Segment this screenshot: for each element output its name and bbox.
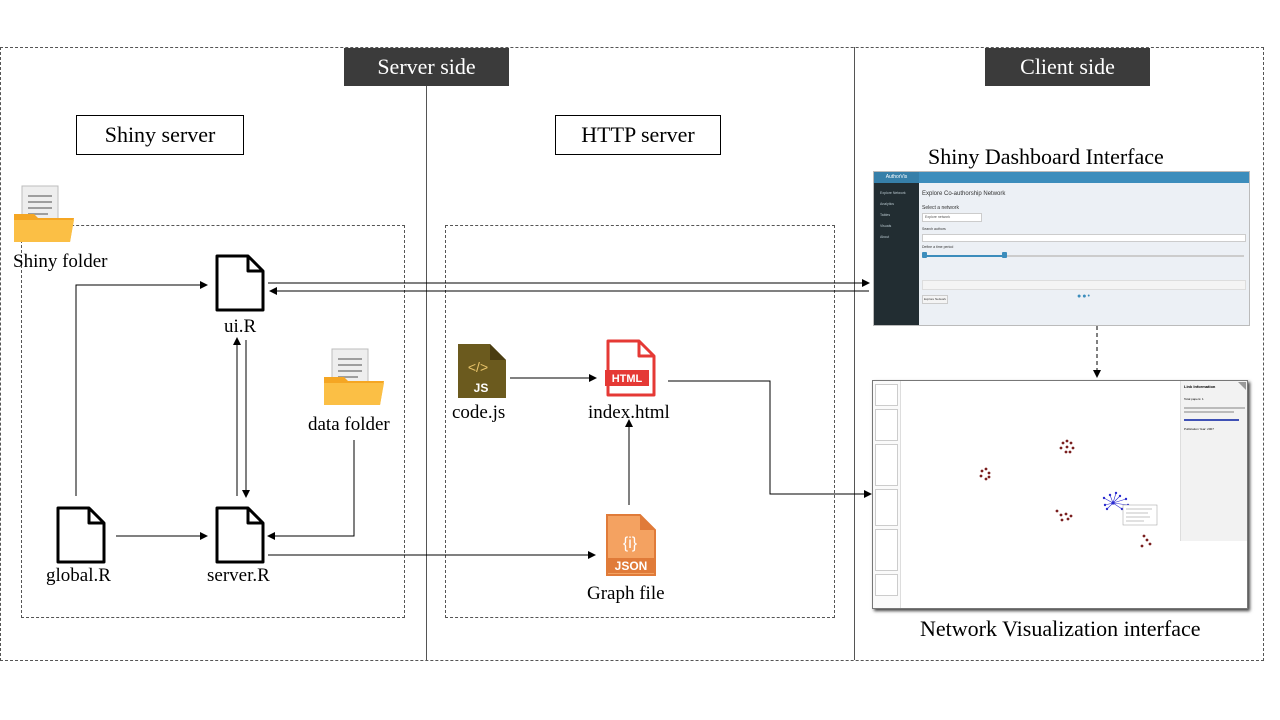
server-side-tag: Server side <box>344 48 509 86</box>
sidebar-nav-item[interactable]: About <box>880 235 890 239</box>
sidebar-nav-item[interactable]: Visuals <box>880 224 892 228</box>
index-html-label: index.html <box>588 402 670 423</box>
client-side-tag: Client side <box>985 48 1150 86</box>
arrow-global-to-ui <box>75 281 208 496</box>
dashboard-select[interactable]: Explore network <box>922 213 982 222</box>
network-screenshot: Link Information Total papers: 1 Publica… <box>872 380 1248 609</box>
js-file-icon: </> JS <box>458 344 506 398</box>
dashboard-sidebar: Explore Network Analytics Tables Visuals… <box>874 183 919 325</box>
dashboard-brand-bar: AuthorVis <box>874 172 919 183</box>
ui-file-label: ui.R <box>224 316 257 337</box>
dashboard-heading: Explore Co-authorship Network <box>922 191 1006 197</box>
sidebar-nav-item[interactable]: Explore Network <box>880 191 906 195</box>
network-corner-marker <box>1238 382 1246 390</box>
arrow-index-to-network <box>668 380 872 498</box>
dashboard-loading-dots: ●●• <box>1077 293 1091 300</box>
shiny-server-label: Shiny server <box>76 115 244 155</box>
sidebar-nav-item[interactable]: Tables <box>880 213 891 217</box>
json-icon-text: JSON <box>615 559 648 573</box>
network-info-panel: Link Information Total papers: 1 Publica… <box>1180 381 1247 541</box>
shiny-folder-label: Shiny folder <box>13 251 108 272</box>
network-panel-title: Link Information <box>1184 384 1216 389</box>
data-folder-label: data folder <box>308 414 390 435</box>
outer-frame <box>0 47 1264 661</box>
data-folder-icon <box>324 348 384 405</box>
sidebar-nav-item[interactable]: Analytics <box>880 202 895 206</box>
graph-file-label: Graph file <box>587 583 665 604</box>
html-file-icon: HTML <box>605 339 656 397</box>
server-file-icon <box>215 506 265 564</box>
code-js-label: code.js <box>452 402 506 423</box>
dashboard-slider-fill <box>924 255 1004 257</box>
dashboard-title: Shiny Dashboard Interface <box>928 144 1164 169</box>
dashboard-slider-track[interactable] <box>924 255 1244 257</box>
arrow-data-to-server <box>267 440 355 540</box>
network-title: Network Visualization interface <box>920 616 1201 641</box>
dashboard-result-area <box>922 280 1246 290</box>
dashboard-search-input[interactable] <box>922 234 1246 242</box>
js-icon-text: JS <box>474 381 489 395</box>
http-server-container <box>445 225 835 618</box>
html-icon-text: HTML <box>612 373 643 385</box>
dashboard-screenshot: AuthorVis Explore Network Analytics Tabl… <box>873 171 1250 326</box>
dashboard-select-label: Select a network <box>922 205 959 211</box>
dashboard-explore-button[interactable]: Explore Network <box>922 295 948 304</box>
section-divider <box>854 47 855 660</box>
json-icon-braces: {i} <box>623 535 638 552</box>
shiny-folder-icon <box>14 185 74 242</box>
server-file-label: server.R <box>207 565 270 586</box>
dashboard-header-bar <box>919 172 1249 183</box>
dashboard-slider-handle-left[interactable] <box>922 252 927 258</box>
http-server-label: HTTP server <box>555 115 721 155</box>
network-filter-panel <box>873 381 901 608</box>
network-total-papers: Total papers: 1 <box>1184 397 1204 401</box>
network-publication-year: Publication Year: 2007 <box>1184 427 1214 431</box>
network-graph <box>979 439 1158 548</box>
ui-file-icon <box>215 254 265 312</box>
dashboard-period-label: Define a time period <box>922 245 954 249</box>
global-file-label: global.R <box>46 565 111 586</box>
shiny-server-container <box>21 225 405 618</box>
global-file-icon <box>56 506 106 564</box>
server-divider <box>426 84 427 660</box>
dashboard-slider-handle-right[interactable] <box>1002 252 1007 258</box>
dashboard-search-label: Search authors <box>922 227 946 231</box>
json-file-icon: {i} JSON <box>606 514 656 576</box>
svg-text:</>: </> <box>468 359 488 375</box>
